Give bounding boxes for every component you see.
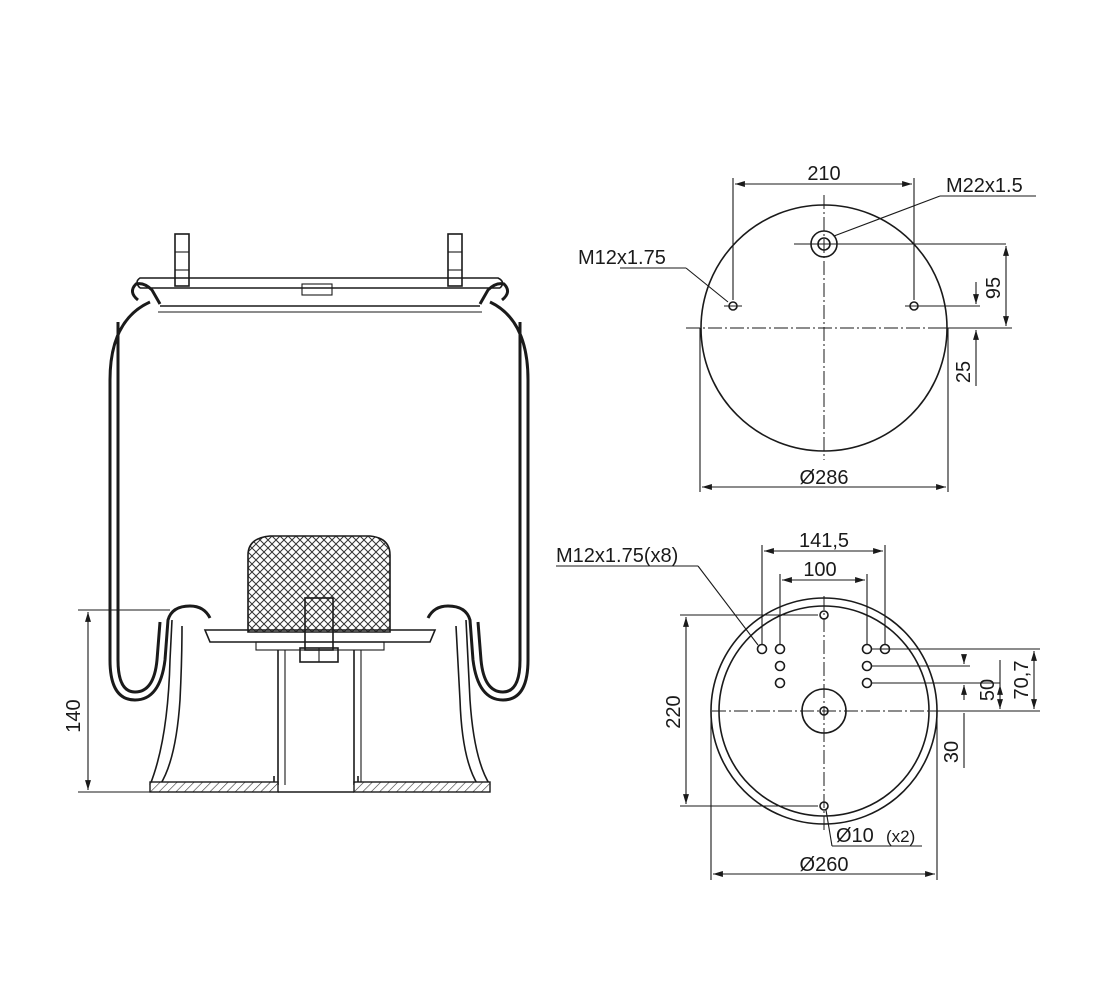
side-view: 140 <box>63 233 530 793</box>
locating-hole-top <box>819 610 829 620</box>
rubber-bellow <box>108 300 530 702</box>
bottom-spacing-outer-label: 141,5 <box>799 530 849 552</box>
top-spacing-label: 210 <box>807 163 840 185</box>
bump-stop <box>247 535 391 633</box>
top-stud-left <box>174 233 190 287</box>
bottom-thread-group-label: M12x1.75(x8) <box>556 545 678 567</box>
side-height-label: 140 <box>63 699 85 732</box>
bottom-offset-70-label: 70,7 <box>1011 661 1033 700</box>
bottom-spacing-inner-label: 100 <box>803 559 836 581</box>
top-view: 210 M22x1.5 M12x1.75 95 25 Ø286 <box>578 163 1036 492</box>
piston <box>149 597 491 793</box>
bottom-holes-count-label: (x2) <box>886 827 915 846</box>
bottom-offset-50-label: 50 <box>977 679 999 701</box>
top-diameter-label: Ø286 <box>800 467 849 489</box>
bottom-holes-label: Ø10 <box>836 825 874 847</box>
top-stud-right <box>447 233 463 287</box>
top-stud-thread-label: M12x1.75 <box>578 247 666 269</box>
top-plate <box>131 277 509 313</box>
locating-hole-bottom <box>819 801 829 811</box>
bottom-view: 141,5 100 M12x1.75(x8) 220 70,7 50 30 Ø <box>556 530 1040 880</box>
bottom-offset-30-label: 30 <box>941 741 963 763</box>
top-offset-95-label: 95 <box>983 277 1005 299</box>
bottom-diameter-label: Ø260 <box>800 854 849 876</box>
bottom-height-label: 220 <box>663 695 685 728</box>
side-height-dimension: 140 <box>63 609 170 793</box>
top-offset-25-label: 25 <box>953 361 975 383</box>
top-center-thread-label: M22x1.5 <box>946 175 1023 197</box>
